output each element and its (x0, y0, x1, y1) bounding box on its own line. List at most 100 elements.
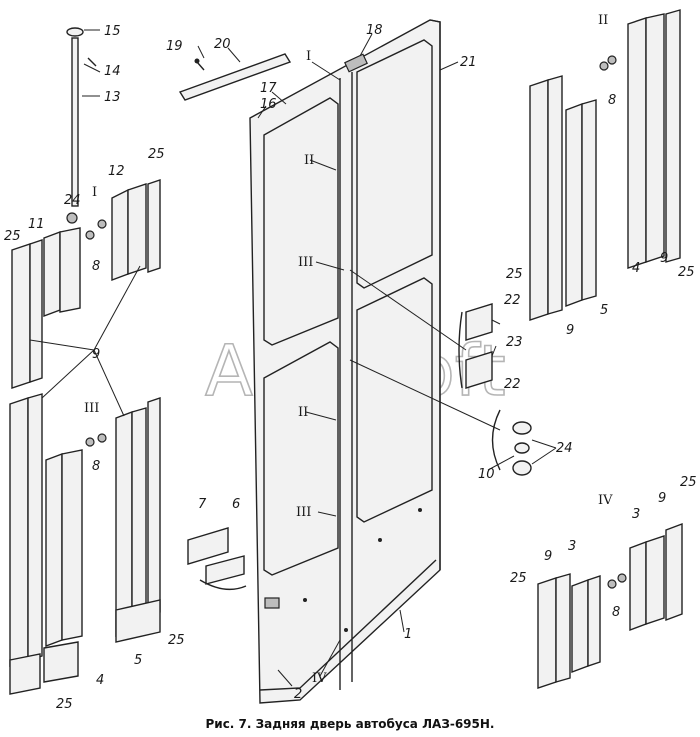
label-25-I: 25 (148, 147, 165, 162)
profile-4-II (627, 17, 647, 269)
plate-arc (199, 579, 247, 591)
label-19: 19 (166, 39, 183, 54)
profile-25-bottom (9, 653, 41, 695)
label-2: 2 (294, 687, 302, 702)
label-8-II: 8 (608, 93, 616, 108)
bolt-8c (85, 437, 95, 447)
label-25-left: 25 (4, 229, 21, 244)
label-9-center: 9 (92, 347, 100, 362)
label-9-IV-r: 9 (658, 491, 666, 506)
window-upper-right (356, 39, 433, 289)
screw (196, 61, 205, 71)
detail-group-IV (537, 522, 683, 689)
part-number-labels: 15 14 13 19 20 16 17 18 21 1 2 7 6 24 12… (4, 23, 697, 712)
label-4-III: 4 (96, 673, 104, 688)
label-9-II: 9 (566, 323, 574, 338)
mark-detail-III: III (84, 401, 99, 416)
label-25-III: 25 (168, 633, 185, 648)
label-12: 12 (108, 164, 125, 179)
label-9-II-b: 9 (660, 251, 668, 266)
label-23: 23 (506, 335, 523, 350)
profile-5b (131, 407, 147, 631)
door-bottom-edge (259, 559, 437, 691)
pin-14 (87, 57, 97, 67)
label-21: 21 (460, 55, 477, 70)
profile-9-IV (555, 573, 571, 683)
profile-3-IV-b (587, 575, 601, 667)
label-13: 13 (104, 90, 121, 105)
label-22-top: 22 (504, 293, 521, 308)
label-5-III: 5 (134, 653, 142, 668)
profile-11 (43, 230, 61, 318)
profile-25 (147, 179, 161, 273)
profile-4 (45, 452, 63, 648)
label-3-IV-r: 3 (632, 507, 640, 522)
label-4-II: 4 (632, 261, 640, 276)
profile-25-left (11, 243, 31, 389)
label-5-II: 5 (600, 303, 608, 318)
screw-head (194, 58, 200, 64)
profile-25-III (147, 397, 161, 617)
hole (303, 598, 307, 602)
plate-7 (187, 527, 229, 565)
door-latch (264, 597, 280, 609)
header-bar (178, 53, 292, 101)
label-22-bottom: 22 (504, 377, 521, 392)
label-24-left: 24 (64, 193, 81, 208)
window-upper-left (263, 97, 339, 346)
label-6: 6 (232, 497, 240, 512)
fastener-arc (491, 409, 501, 471)
mark-door-II-bottom: II (298, 405, 308, 420)
profile-5-bottom (115, 599, 161, 643)
label-20: 20 (214, 37, 231, 52)
cap-15 (66, 27, 84, 37)
hinge-22-top (465, 303, 493, 341)
bolt-8e (599, 61, 609, 71)
label-25-II-b: 25 (678, 265, 695, 280)
leader-lines (29, 29, 557, 687)
bushing-24a (512, 421, 532, 435)
label-8-III: 8 (92, 459, 100, 474)
label-8-IV: 8 (612, 605, 620, 620)
profile-9-long-b (27, 393, 43, 661)
bolt-8g (607, 579, 617, 589)
nut-24 (66, 212, 78, 224)
profile-25-IV (537, 577, 557, 689)
plates-6-7 (187, 527, 247, 591)
profile-9-IV-r (645, 535, 665, 625)
fasteners-10-24 (491, 409, 532, 476)
label-14: 14 (104, 64, 121, 79)
profile-3-IV-r (629, 540, 647, 632)
bolt-8d (97, 433, 107, 443)
top-clamp (344, 53, 368, 73)
profile-25-II-b (665, 9, 681, 263)
hinge-22-bottom (465, 351, 493, 389)
profile-9-left (29, 239, 43, 383)
mark-detail-I: I (92, 185, 97, 200)
label-25-IV: 25 (510, 571, 527, 586)
window-lower-left (263, 341, 339, 576)
rod-assembly (66, 27, 97, 207)
bushing-24b (512, 460, 532, 476)
hinge-parts (458, 303, 493, 389)
bolt-8b (97, 219, 107, 229)
mark-door-II-top: II (304, 153, 314, 168)
profile-5-II-b (581, 99, 597, 301)
hole (378, 538, 382, 542)
label-15: 15 (104, 24, 121, 39)
profile-25-II (529, 79, 549, 321)
rod-13 (71, 37, 79, 207)
profile-5 (115, 410, 133, 638)
label-16: 16 (260, 97, 277, 112)
label-11: 11 (28, 217, 45, 232)
profile-12 (111, 188, 129, 282)
profile-25-IV-r (665, 522, 683, 622)
label-17: 17 (260, 81, 277, 96)
label-9-IV: 9 (544, 549, 552, 564)
profile-11b (59, 227, 81, 313)
detail-group-II (529, 9, 681, 321)
profile-9-long (9, 397, 29, 667)
window-lower-right (356, 277, 433, 523)
door-assembly (249, 19, 441, 704)
